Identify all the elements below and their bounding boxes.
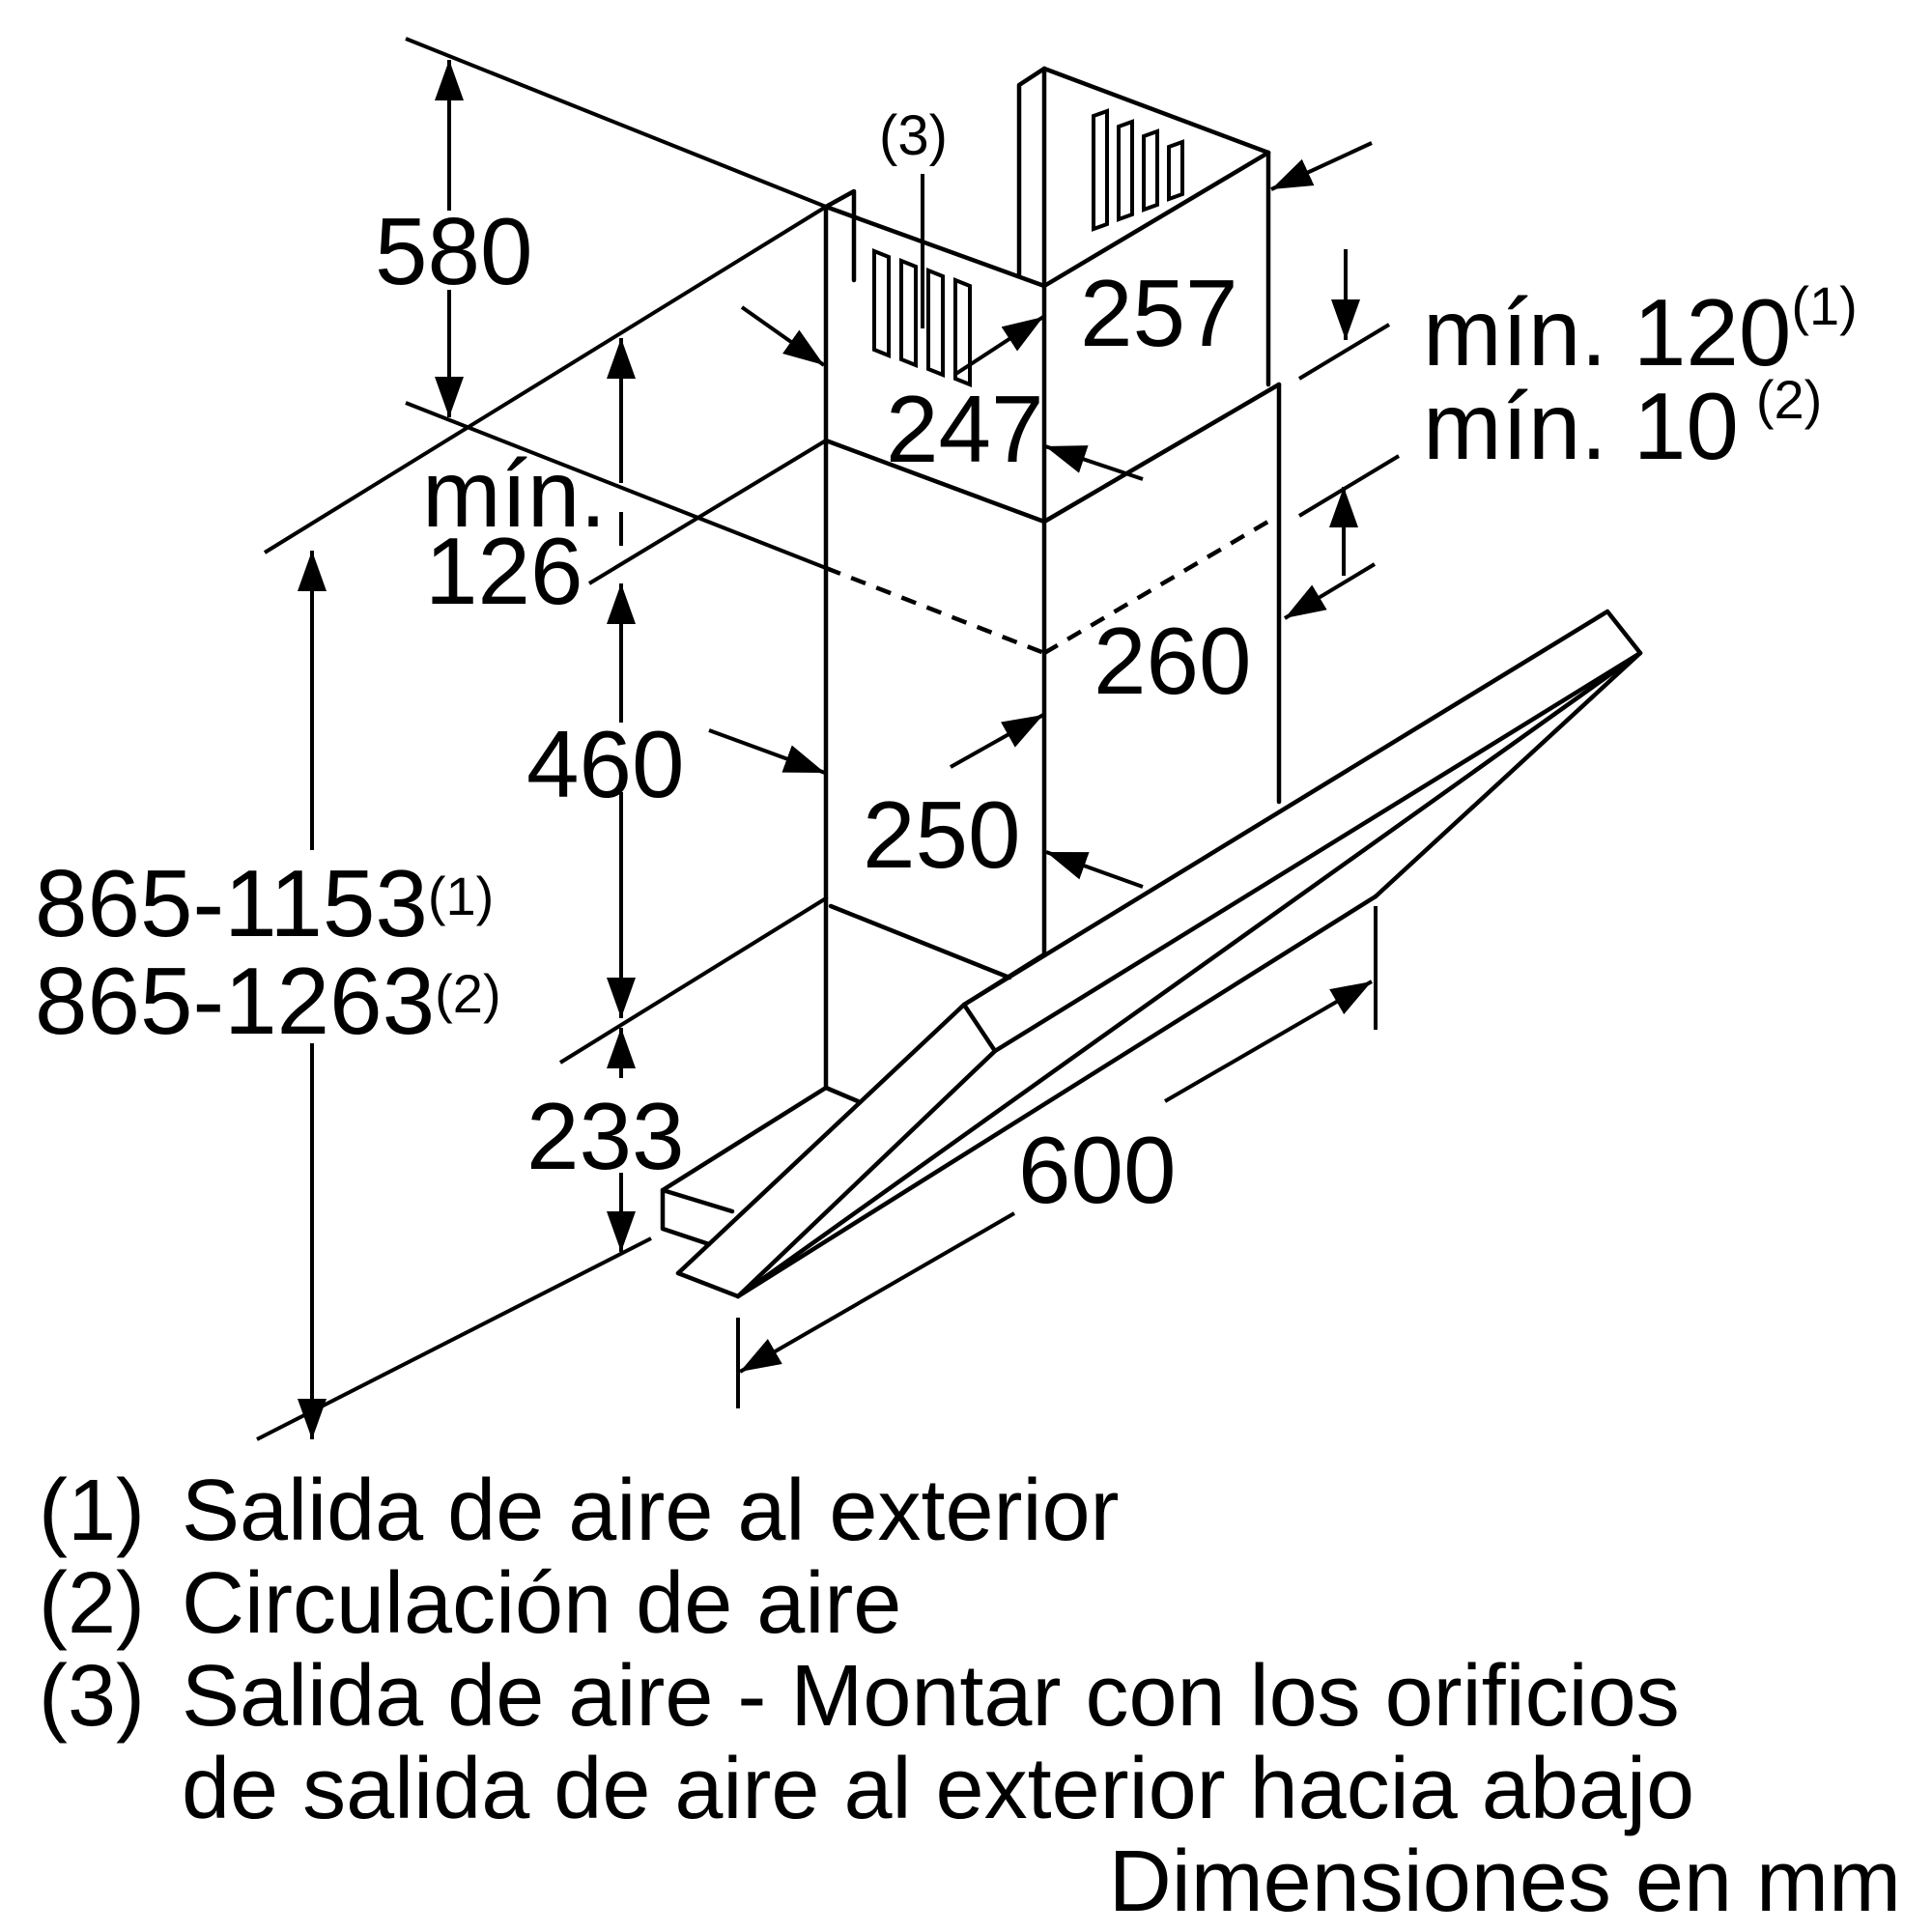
- dim-lower-chimney-width: 260: [1094, 608, 1252, 714]
- callout-air-outlet-3: (3): [879, 104, 948, 167]
- lower-chimney: [823, 382, 1282, 1091]
- legend-item: (1) Salida de aire al exterior: [39, 1463, 1120, 1559]
- dim-min-10: mín. 10(2): [1423, 369, 1822, 479]
- legend-ref: (3): [39, 1648, 145, 1745]
- legend-ref: (1): [39, 1463, 145, 1559]
- dim-total-height-line1: 865-1153(1): [35, 850, 494, 956]
- air-outlet-slots-side: [1092, 108, 1184, 232]
- air-outlet-slots-front: [872, 248, 972, 387]
- dim-hood-width: 600: [1018, 1117, 1177, 1223]
- dim-min-120: mín. 120(1): [1423, 275, 1858, 385]
- dim-duct-upper-height: 460: [526, 711, 685, 817]
- dimension-labels: 580 mín. 126 460 865-1153(1) 865-1263(2)…: [35, 104, 1858, 1223]
- dim-hood-height: 233: [526, 1083, 685, 1189]
- dim-upper-chimney-depth: 247: [886, 376, 1044, 482]
- hood-outline: [660, 66, 1643, 1299]
- dim-upper-chimney-width: 257: [1080, 260, 1238, 366]
- dim-min-126-line2: 126: [425, 518, 583, 624]
- legend-ref: (2): [39, 1555, 145, 1652]
- dim-min-126-line1: mín.: [422, 440, 607, 547]
- dim-lower-chimney-depth: 250: [863, 781, 1021, 888]
- legend-text: Salida de aire al exterior: [182, 1463, 1120, 1559]
- legend-text: de salida de aire al exterior hacia abaj…: [182, 1741, 1694, 1837]
- dim-total-height-line2: 865-1263(2): [35, 948, 501, 1054]
- legend-item: (2) Circulación de aire: [39, 1555, 901, 1652]
- extension-lines: [256, 37, 1401, 1441]
- dimension-lines: [298, 60, 1377, 1439]
- legend-item: (3) Salida de aire - Montar con los orif…: [39, 1648, 1680, 1745]
- units-note: Dimensiones en mm: [1109, 1833, 1901, 1930]
- dim-chimney-height: 580: [375, 198, 533, 304]
- legend-text: Circulación de aire: [182, 1555, 901, 1652]
- hood-canopy: [660, 609, 1643, 1299]
- legend-text: Salida de aire - Montar con los orificio…: [182, 1648, 1680, 1745]
- legend-item: de salida de aire al exterior hacia abaj…: [182, 1741, 1694, 1837]
- upper-chimney: [823, 66, 1271, 525]
- legend: (1) Salida de aire al exterior (2) Circu…: [39, 1463, 1901, 1930]
